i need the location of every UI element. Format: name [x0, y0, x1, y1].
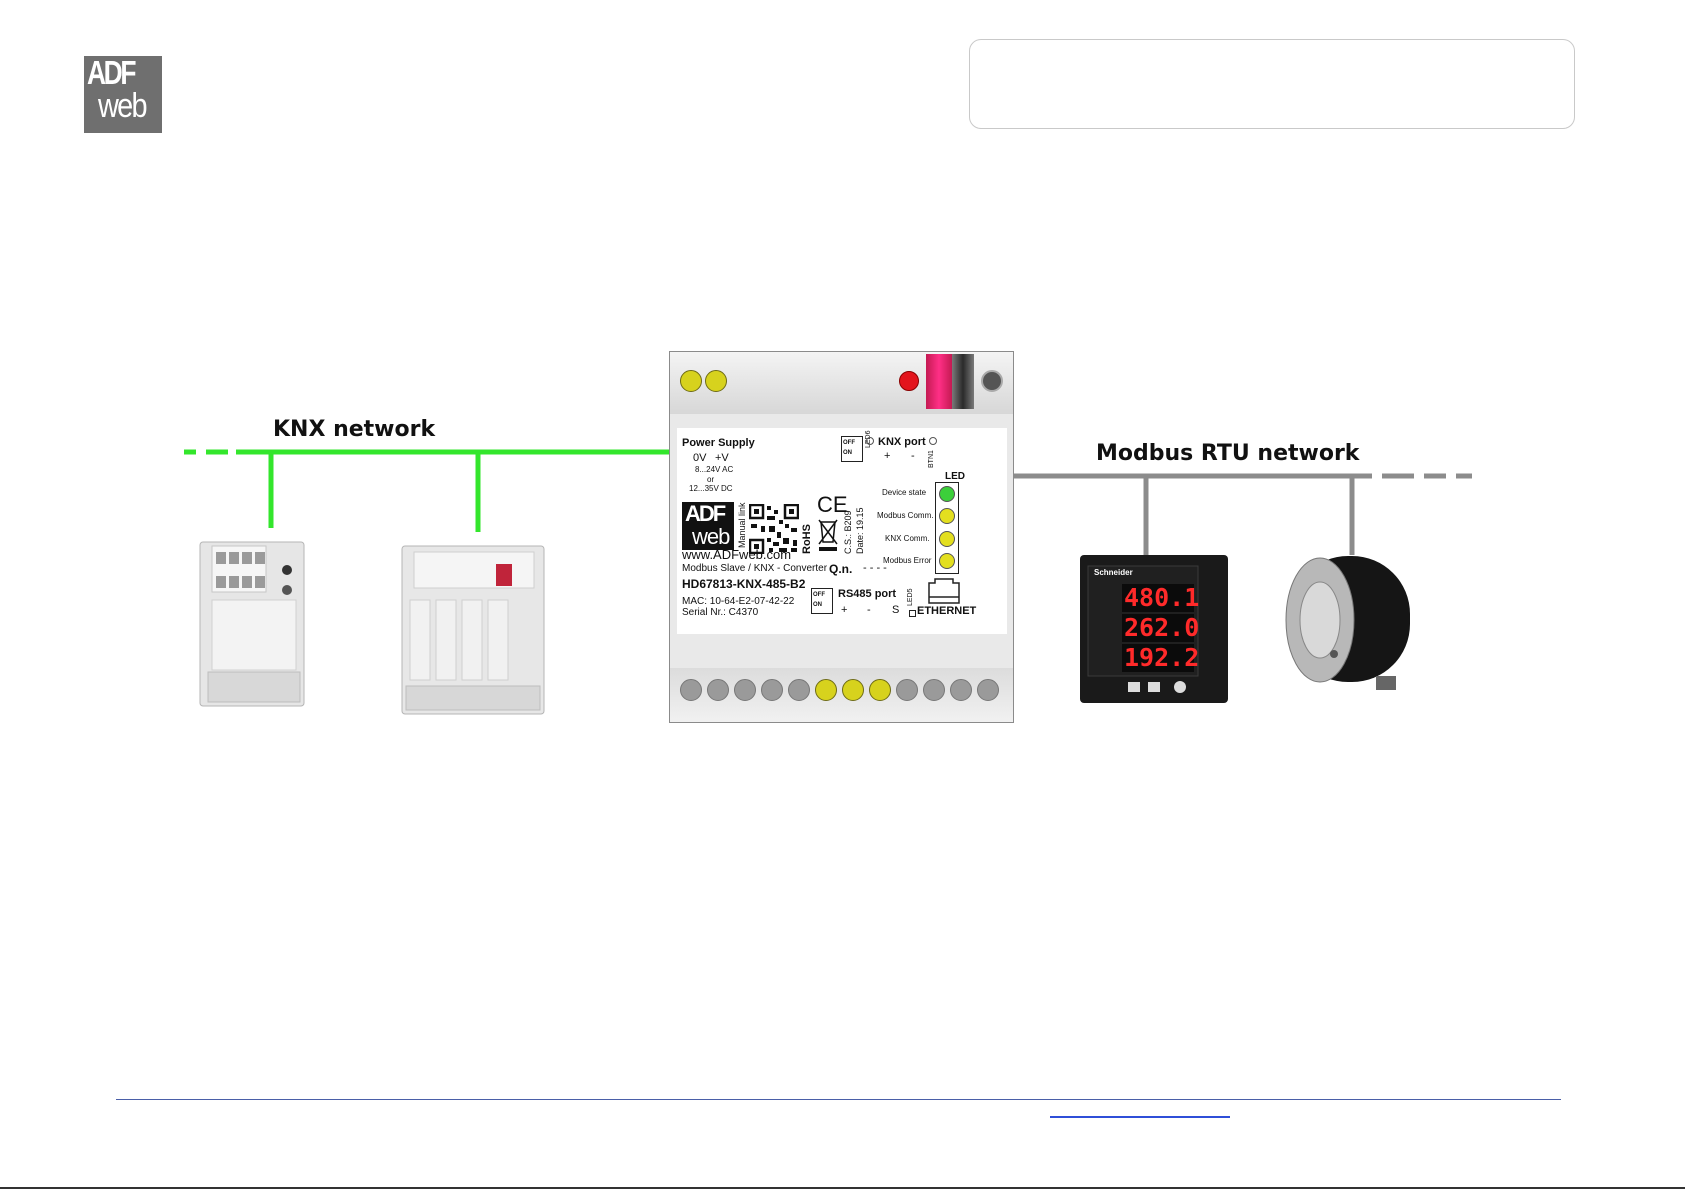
- or-label: or: [707, 475, 715, 484]
- connector-slot: [952, 354, 974, 409]
- model-label: HD67813-KNX-485-B2: [682, 577, 806, 591]
- footer-divider: [116, 1099, 1561, 1100]
- power-meter: [1080, 555, 1228, 703]
- logo-text-top: ADF: [87, 54, 136, 91]
- converter-device: Power Supply 0V +V 8...24V AC or 12...35…: [669, 351, 1014, 723]
- ethernet-status-dot: [981, 370, 1003, 392]
- dc-range-label: 12...35V DC: [689, 484, 733, 493]
- led5-label: LED5: [907, 588, 914, 606]
- modbus-network-label: Modbus RTU network: [1096, 441, 1360, 466]
- ac-range-label: 8...24V AC: [695, 465, 734, 474]
- led5-indicator: [909, 610, 916, 617]
- plus-v-label: +V: [715, 452, 729, 464]
- rs485-port-label: RS485 port: [838, 588, 897, 600]
- led-label: Device state: [882, 488, 927, 497]
- mac-label: MAC: 10-64-E2-07-42-22: [682, 596, 795, 607]
- cs-label: C.S.: B209: [843, 510, 853, 554]
- date-label: Date: 19.15: [855, 507, 865, 554]
- website-label: www.ADFweb.com: [682, 547, 792, 562]
- btn1-label: BTN1: [928, 450, 935, 468]
- terminal-screw: [788, 679, 810, 701]
- power-terminal: [680, 370, 702, 392]
- ethernet-label: ETHERNET: [917, 605, 977, 617]
- knx-network-label: KNX network: [273, 417, 436, 442]
- terminal-screw: [734, 679, 756, 701]
- led-label: Modbus Comm.: [877, 511, 934, 520]
- description-label: Modbus Slave / KNX - Converter: [682, 563, 828, 574]
- page-bottom-border: [0, 1187, 1685, 1189]
- meter-reading: 262.0: [1124, 613, 1200, 642]
- qr-code[interactable]: [749, 504, 799, 554]
- terminal-screw: [896, 679, 918, 701]
- btn1-indicator: [929, 437, 937, 445]
- header-info-box: [969, 39, 1575, 129]
- knx-port-label: KNX port: [878, 436, 926, 448]
- device-adfweb-logo: ADF web: [682, 501, 734, 550]
- terminal-screw: [950, 679, 972, 701]
- led6-indicator: [866, 437, 874, 445]
- led-heading: LED: [945, 471, 965, 482]
- led-label: Modbus Error: [883, 556, 932, 565]
- rs485-terminal-screw: [869, 679, 891, 701]
- meter-reading: 480.1: [1124, 583, 1200, 612]
- qn-value: - - - -: [863, 562, 887, 574]
- terminal-screw: [977, 679, 999, 701]
- dip-switch[interactable]: OFF ON: [811, 588, 833, 614]
- ov-label: 0V: [693, 452, 707, 464]
- weee-bin-icon: [818, 519, 838, 551]
- led-knx-comm: [939, 531, 955, 547]
- power-terminal: [705, 370, 727, 392]
- led-panel: [935, 482, 959, 574]
- knx-device-2: [401, 545, 545, 715]
- rotary-encoder: [1285, 556, 1410, 690]
- led-device-state: [939, 486, 955, 502]
- power-supply-label: Power Supply: [682, 437, 755, 449]
- adfweb-logo: ADF web: [84, 54, 162, 133]
- rs485-terminal-screw: [815, 679, 837, 701]
- knx-programming-button[interactable]: [926, 354, 952, 409]
- knx-minus-label: -: [911, 450, 915, 462]
- terminal-screw: [707, 679, 729, 701]
- led-modbus-error: [939, 553, 955, 569]
- rs485-terminal-label: +: [841, 604, 848, 616]
- footer-link-underline[interactable]: [1050, 1116, 1230, 1118]
- rs485-terminal-label: -: [867, 604, 871, 616]
- knx-device-1: [199, 541, 305, 707]
- rs485-terminal-label: S: [892, 604, 900, 616]
- dip-switch[interactable]: OFF ON: [841, 436, 863, 462]
- manual-link-label: Manual link: [737, 502, 747, 548]
- logo-text-bottom: web: [98, 87, 148, 125]
- ce-mark: CE: [817, 492, 848, 517]
- meter-reading: 192.2: [1124, 643, 1200, 672]
- terminal-screw: [680, 679, 702, 701]
- led-modbus-comm: [939, 508, 955, 524]
- rs485-terminal-screw: [842, 679, 864, 701]
- serial-label: Serial Nr.: C4370: [682, 607, 759, 618]
- ethernet-port-icon: [928, 578, 960, 604]
- qn-label: Q.n.: [829, 562, 853, 576]
- red-indicator: [899, 371, 919, 391]
- terminal-screw: [761, 679, 783, 701]
- led-label: KNX Comm.: [885, 534, 930, 543]
- terminal-screw: [923, 679, 945, 701]
- device-label: Power Supply 0V +V 8...24V AC or 12...35…: [677, 428, 1007, 634]
- meter-brand: Schneider: [1094, 568, 1133, 577]
- knx-plus-label: +: [884, 450, 891, 462]
- rohs-mark: RoHS: [801, 524, 813, 554]
